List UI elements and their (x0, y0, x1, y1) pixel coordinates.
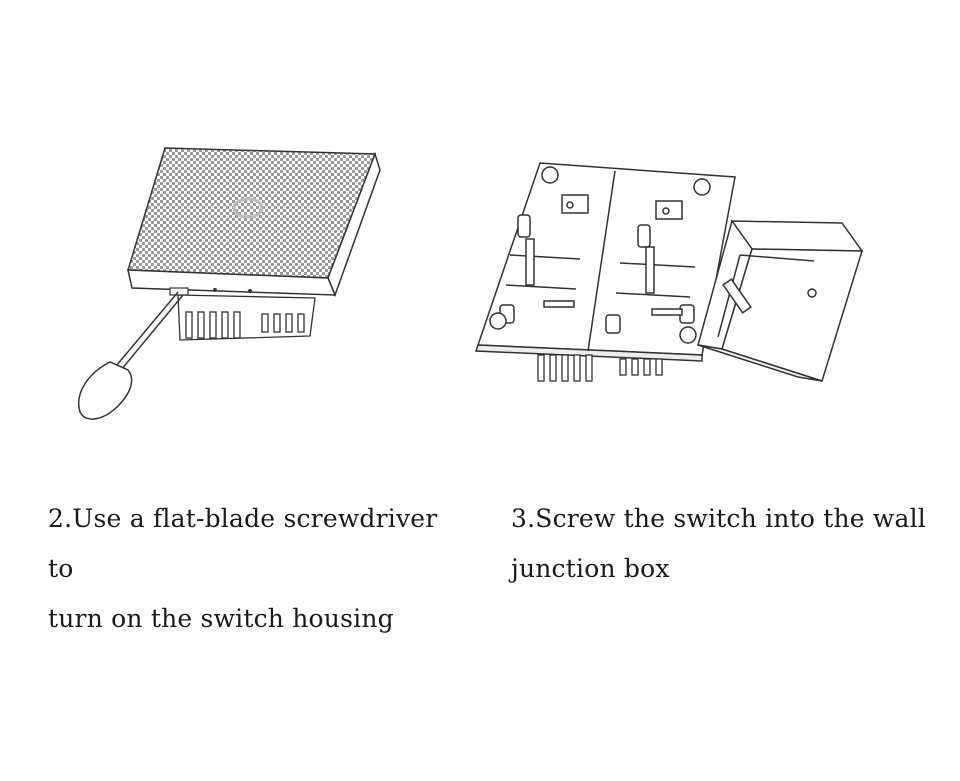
switch-junction-box-illustration (474, 162, 864, 382)
step-2-caption-line-1: 2.Use a flat-blade screwdriver to (48, 504, 438, 583)
wall-junction-box (697, 219, 864, 382)
touch-icon (232, 197, 264, 219)
step-2-caption: 2.Use a flat-blade screwdriver to turn o… (48, 494, 468, 644)
switch-housing-back (177, 294, 316, 341)
step-2-caption-line-2: turn on the switch housing (48, 604, 394, 633)
screwdriver-switch-illustration (78, 147, 381, 420)
step-3-caption: 3.Screw the switch into the wall junctio… (511, 494, 931, 594)
step-3-caption-line-2: junction box (511, 554, 670, 583)
switch-mounting-base (474, 162, 736, 362)
base-back-fins (537, 354, 663, 382)
step-3-caption-line-1: 3.Screw the switch into the wall (511, 504, 927, 533)
screwdriver-icon (78, 291, 184, 420)
